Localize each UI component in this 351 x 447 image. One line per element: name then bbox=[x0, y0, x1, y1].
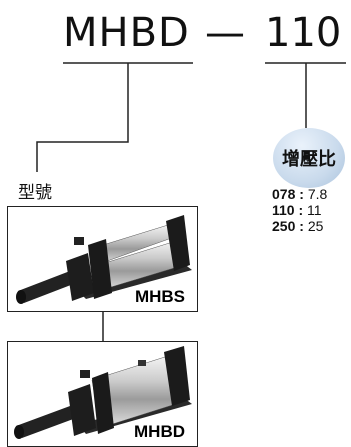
ratio-sep: : bbox=[299, 218, 304, 234]
ratio-sep: : bbox=[299, 186, 304, 202]
ratio-code: 078 bbox=[272, 186, 296, 202]
ratio-value: 11 bbox=[307, 202, 322, 218]
ratio-row: 250 : 25 bbox=[272, 218, 327, 234]
ratio-row: 110 : 11 bbox=[272, 202, 327, 218]
ratio-sep: : bbox=[298, 202, 304, 218]
model-name: MHBS bbox=[134, 287, 185, 306]
model-name: MHBD bbox=[134, 422, 185, 441]
ratio-value: 25 bbox=[307, 218, 324, 234]
type-label: 型號 bbox=[18, 183, 52, 203]
separator-dash: — bbox=[205, 10, 245, 56]
ratio-code: 110 bbox=[272, 202, 295, 218]
ratio-code-title: 110 bbox=[265, 10, 342, 56]
model-box-mhbs: MHBS bbox=[7, 206, 198, 312]
ratio-badge-label: 增壓比 bbox=[282, 149, 336, 170]
model-box-mhbd: MHBD bbox=[7, 341, 198, 447]
ratio-badge: 增壓比 bbox=[273, 128, 345, 188]
cylinder-image bbox=[14, 346, 192, 439]
ratio-row: 078 : 7.8 bbox=[272, 186, 327, 202]
cylinder-image bbox=[16, 215, 192, 304]
ratio-code: 250 bbox=[272, 218, 296, 234]
model-code-title: MHBD bbox=[63, 10, 190, 56]
ratio-list: 078 : 7.8 110 : 11 250 : 25 bbox=[272, 186, 327, 234]
ratio-value: 7.8 bbox=[307, 186, 328, 202]
